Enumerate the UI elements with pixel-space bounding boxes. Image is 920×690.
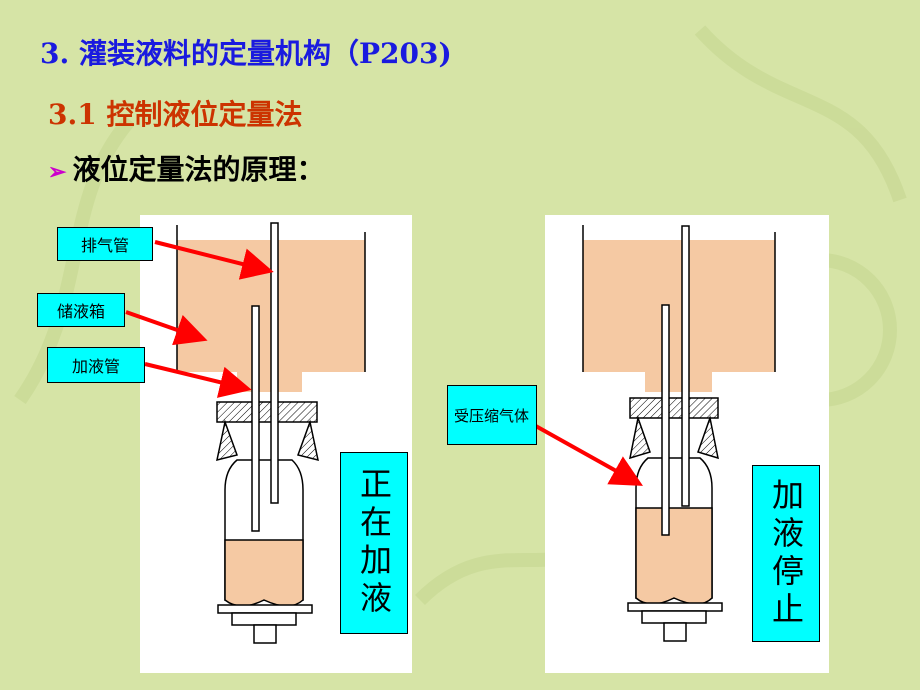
arrow-gas: [524, 418, 643, 486]
label-storage-tank: 储液箱: [37, 293, 125, 327]
arrow-vent: [154, 240, 274, 280]
arrow-fill: [144, 362, 252, 398]
left-apparatus: [176, 222, 366, 644]
arrow-tank: [125, 310, 208, 346]
bullet-text: 液位定量法的原理：: [72, 153, 325, 186]
arrow-bullet-icon: ➢: [48, 159, 67, 185]
label-vent-pipe: 排气管: [57, 227, 153, 261]
status-filling: 正在加液: [340, 452, 408, 634]
label-fill-pipe: 加液管: [47, 347, 145, 383]
section-heading: 3.1 控制液位定量法: [48, 98, 303, 131]
bullet-item: ➢液位定量法的原理：: [48, 148, 324, 188]
slide-title: 3. 灌装液料的定量机构（P203): [40, 37, 452, 70]
label-compressed-gas: 受压缩气体: [447, 385, 537, 445]
status-stopped: 加液停止: [752, 465, 820, 642]
right-apparatus: [582, 225, 776, 642]
